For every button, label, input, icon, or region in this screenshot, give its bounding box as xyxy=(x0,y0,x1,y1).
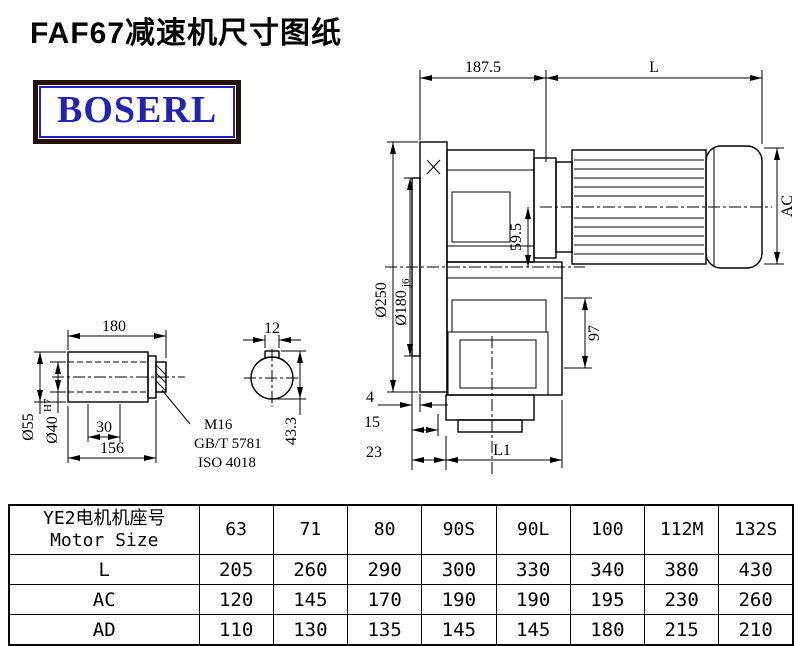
main-view: 187.5 L AC 59.5 97 Ø250 xyxy=(364,59,796,476)
dim-d40-tol-label: H7 xyxy=(42,398,54,412)
dim-d55-label: Ø55 xyxy=(20,413,37,441)
main-view-dimensions: 187.5 L AC 59.5 97 Ø250 xyxy=(364,59,796,470)
table-col-header: 71 xyxy=(272,504,349,555)
table-cell: 300 xyxy=(421,554,497,585)
table-col-header: 80 xyxy=(346,504,423,555)
table-row-label: L xyxy=(8,554,200,585)
table-cell: 430 xyxy=(718,554,794,585)
table-cell: 340 xyxy=(569,554,646,585)
table-col-header: 132S xyxy=(718,504,794,555)
table-cell: 145 xyxy=(421,614,497,646)
table-cell: 230 xyxy=(643,584,720,615)
table-cell: 195 xyxy=(569,584,646,615)
table-cell: 120 xyxy=(198,584,274,615)
table-cell: 260 xyxy=(272,554,349,585)
dim-97-label: 97 xyxy=(586,325,603,341)
dim-spigot-tol-label: j6 xyxy=(400,278,412,288)
note-standard-gb-label: GB/T 5781 xyxy=(194,436,262,452)
shaft-outline xyxy=(67,351,167,403)
table-cell: 205 xyxy=(198,554,274,585)
table-cell: 210 xyxy=(718,614,794,646)
table-col-header: 63 xyxy=(198,504,274,555)
table-cell: 330 xyxy=(495,554,571,585)
dim-L1-label: L1 xyxy=(493,442,511,459)
table-cell: 180 xyxy=(569,614,646,646)
table-col-header: 90S xyxy=(421,504,497,555)
dim-spigot-d-label: Ø180 xyxy=(393,290,410,326)
table-cell: 190 xyxy=(495,584,571,615)
page-title: FAF67减速机尺寸图纸 xyxy=(30,17,343,50)
table-row-label: AD xyxy=(8,614,200,646)
dim-L-label: L xyxy=(649,59,659,76)
table-cell: 145 xyxy=(495,614,571,646)
gearbox-outline xyxy=(411,141,563,433)
table-cell: 170 xyxy=(346,584,423,615)
dim-4-label: 4 xyxy=(366,389,374,406)
table-cell: 215 xyxy=(643,614,720,646)
table-cell: 110 xyxy=(198,614,274,646)
table-row-L: L 205 260 290 300 330 340 380 430 xyxy=(8,554,794,585)
dim-30-label: 30 xyxy=(96,419,112,436)
table-col-header: 100 xyxy=(569,504,646,555)
table-col-header: 112M xyxy=(643,504,720,555)
table-header-cn: YE2电机机座号 xyxy=(42,507,166,529)
dim-187-5-label: 187.5 xyxy=(465,59,501,76)
table-cell: 260 xyxy=(718,584,794,615)
motor-size-table: YE2电机机座号 Motor Size 63 71 80 90S 90L 100… xyxy=(8,504,794,646)
dim-d40-label: Ø40 xyxy=(44,416,61,444)
brand-logo-text: BOSERL xyxy=(39,86,236,138)
table-cell: 190 xyxy=(421,584,497,615)
dim-156-label: 156 xyxy=(100,440,124,457)
table-row-AC: AC 120 145 170 190 190 195 230 260 xyxy=(8,584,794,615)
table-row-AD: AD 110 130 135 145 145 180 215 210 xyxy=(8,614,794,646)
dim-AC-label: AC xyxy=(779,195,796,217)
section-dimensions: 12 43.3 xyxy=(243,320,306,445)
keyway-section-view: 12 43.3 xyxy=(243,320,306,445)
table-row-label: AC xyxy=(8,584,200,615)
dim-15-label: 15 xyxy=(364,414,380,431)
table-cell: 130 xyxy=(272,614,349,646)
dim-59-5-label: 59.5 xyxy=(508,223,525,251)
table-header-en: Motor Size xyxy=(50,530,159,551)
dim-43-3-label: 43.3 xyxy=(283,417,300,445)
dim-180-label: 180 xyxy=(102,318,126,335)
motor-outline xyxy=(555,145,763,269)
centerlines xyxy=(385,206,772,476)
table-cell: 145 xyxy=(272,584,349,615)
note-thread-label: M16 xyxy=(204,417,233,433)
table-header-motor-size: YE2电机机座号 Motor Size xyxy=(8,504,200,555)
dim-12-label: 12 xyxy=(264,320,280,337)
brand-logo: BOSERL xyxy=(33,80,242,144)
table-cell: 380 xyxy=(643,554,720,585)
dim-flange-od-label: Ø250 xyxy=(373,282,390,318)
table-cell: 290 xyxy=(346,554,423,585)
shaft-detail-view: 180 Ø55 Ø40 H7 30 xyxy=(20,318,262,471)
dimension-drawing: 187.5 L AC 59.5 97 Ø250 xyxy=(20,59,796,476)
shaft-dimensions: 180 Ø55 Ø40 H7 30 xyxy=(20,318,262,471)
table-cell: 135 xyxy=(346,614,423,646)
table-col-header: 90L xyxy=(495,504,571,555)
note-standard-iso-label: ISO 4018 xyxy=(198,455,256,471)
dim-23-label: 23 xyxy=(366,444,382,461)
